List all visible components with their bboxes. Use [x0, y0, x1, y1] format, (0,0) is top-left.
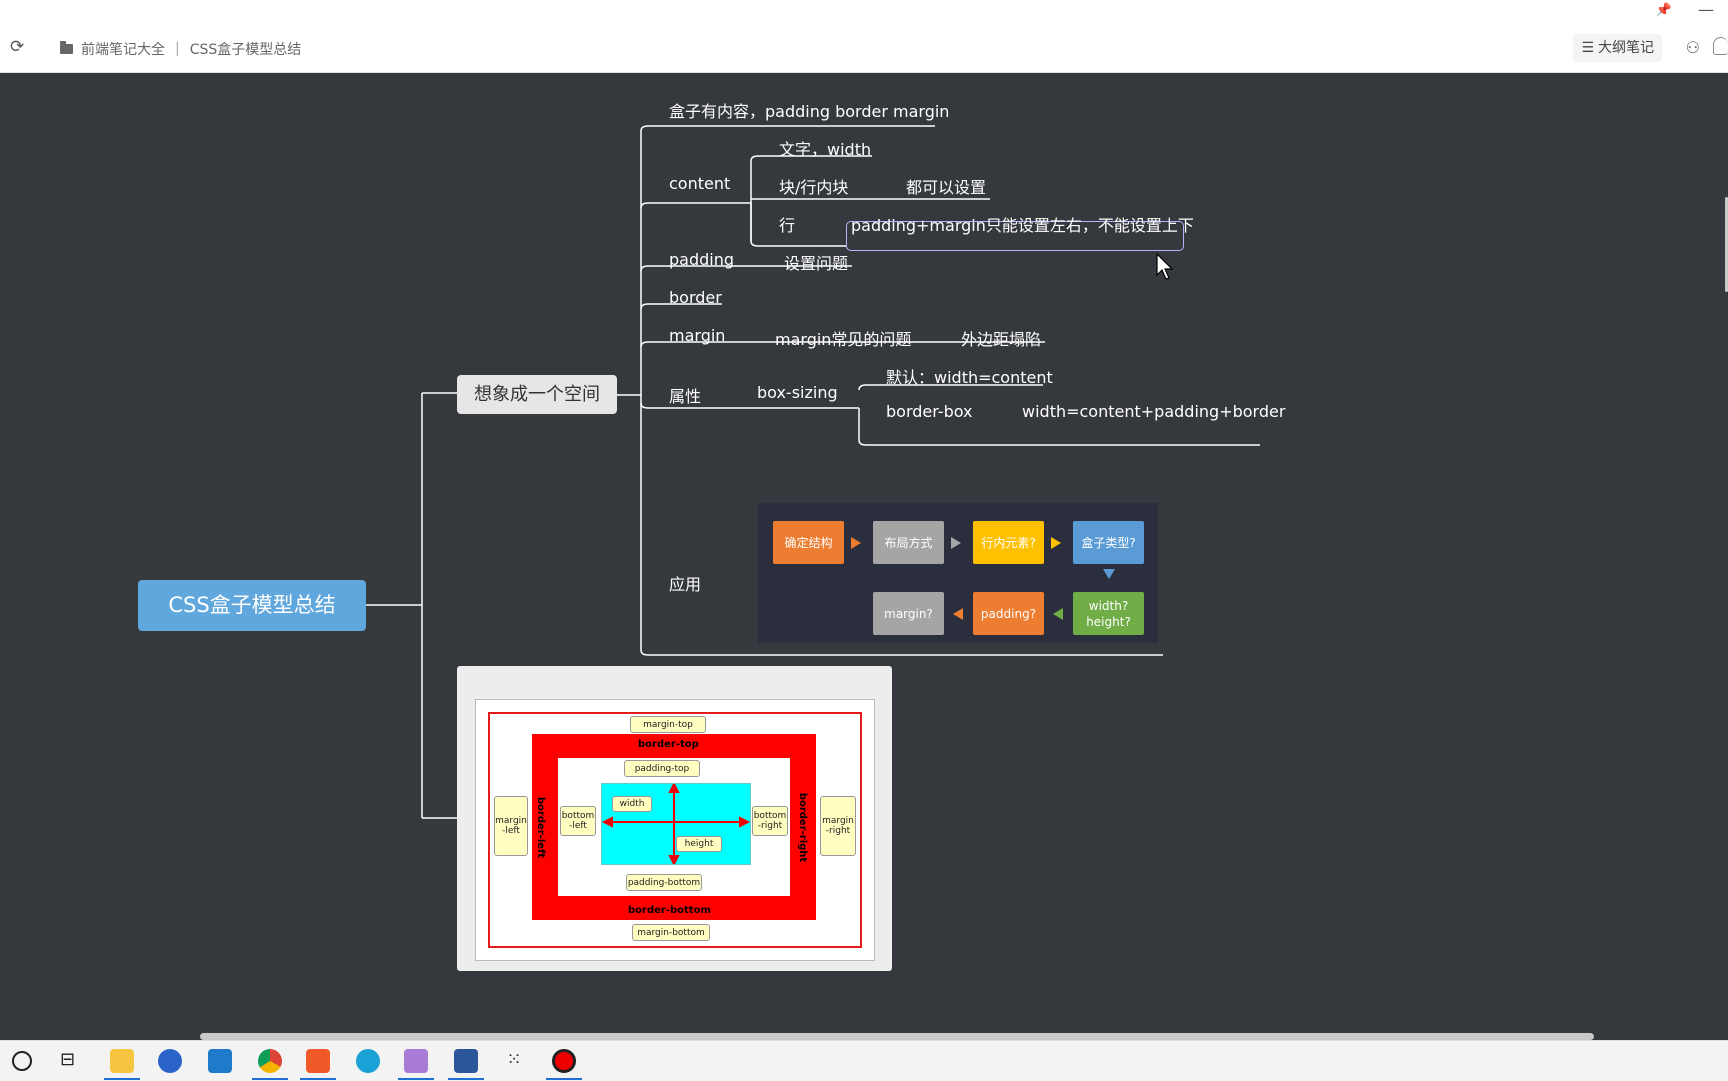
flow-step-structure: 确定结构 [773, 521, 844, 564]
user-icon[interactable] [1713, 37, 1728, 55]
padding-top-label: padding-top [624, 760, 700, 777]
vscode-icon[interactable] [208, 1049, 232, 1073]
breadcrumb-note[interactable]: CSS盒子模型总结 [189, 42, 302, 58]
attr-node[interactable]: 属性 [669, 387, 702, 406]
padding-area: width height padding-top bottom -left bo… [558, 758, 790, 896]
flow-step-layout: 布局方式 [873, 521, 944, 564]
toolbar: ⟳ 前端笔记大全 | CSS盒子模型总结 ☰ 大纲笔记 ⚇ [0, 25, 1728, 73]
folder-icon [60, 41, 73, 54]
border-area: width height padding-top bottom -left bo… [532, 734, 816, 920]
horizontal-scrollbar[interactable] [200, 1033, 1594, 1040]
taskbar: ⊟ ⁙ [0, 1040, 1728, 1081]
width-label: width [612, 796, 652, 812]
active-indicator [300, 1078, 336, 1080]
breadcrumb: 前端笔记大全 | CSS盒子模型总结 [60, 39, 301, 59]
pin-icon[interactable]: 📌 [1655, 3, 1672, 18]
margin-collapse-node[interactable]: 外边距塌陷 [961, 330, 1042, 349]
share-icon[interactable]: ⚇ [1685, 38, 1700, 57]
arrow-right-icon [951, 537, 961, 549]
breadcrumb-notebook[interactable]: 前端笔记大全 [81, 42, 165, 58]
summary-node[interactable]: 盒子有内容，padding border margin [669, 102, 950, 121]
padding-bottom-label: padding-bottom [626, 874, 702, 891]
word-icon[interactable] [454, 1049, 478, 1073]
root-node[interactable]: CSS盒子模型总结 [138, 580, 366, 631]
apply-node[interactable]: 应用 [669, 575, 702, 594]
flowchart-image[interactable]: 确定结构 布局方式 行内元素? 盒子类型? width? height? pad… [758, 503, 1158, 643]
active-indicator [104, 1078, 140, 1080]
bottom-left-label: bottom -left [560, 806, 596, 836]
arrow-down-icon [1103, 569, 1115, 579]
content-block-node[interactable]: 块/行内块 [779, 178, 849, 197]
padding-note[interactable]: 设置问题 [784, 254, 849, 273]
app-icon-orange[interactable] [306, 1049, 330, 1073]
margin-bottom-label: margin-bottom [632, 924, 710, 941]
window-titlebar: 📌 — [0, 0, 1728, 25]
vertical-scrollbar[interactable] [1725, 197, 1728, 292]
active-indicator [448, 1078, 484, 1080]
arrow-right-icon [851, 537, 861, 549]
arrow-right-icon [1051, 537, 1061, 549]
content-inline-note[interactable]: padding+margin只能设置左右，不能设置上下 [851, 216, 1194, 235]
edge-icon[interactable] [356, 1049, 380, 1073]
border-left-label: border-left [535, 796, 547, 859]
box-model-image: width height padding-top bottom -left bo… [475, 699, 875, 961]
outline-label: 大纲笔记 [1598, 40, 1654, 56]
height-label: height [676, 836, 722, 852]
flow-step-size: width? height? [1073, 592, 1144, 635]
record-icon[interactable] [552, 1049, 576, 1073]
padding-node[interactable]: padding [669, 250, 735, 269]
box-sizing-node[interactable]: box-sizing [757, 383, 838, 402]
task-view-icon[interactable]: ⊟ [60, 1049, 76, 1070]
content-width-node[interactable]: 文字，width [779, 140, 872, 159]
mouse-cursor-icon [1156, 253, 1174, 280]
border-box-node[interactable]: border-box [886, 402, 973, 421]
border-top-label: border-top [638, 739, 699, 750]
active-indicator [546, 1078, 582, 1080]
bottom-right-label: bottom -right [752, 806, 788, 836]
file-explorer-icon[interactable] [110, 1049, 134, 1073]
app-icon-dots[interactable]: ⁙ [506, 1049, 522, 1070]
active-indicator [398, 1078, 434, 1080]
content-inline-node[interactable]: 行 [779, 216, 796, 235]
search-circle-icon[interactable] [12, 1051, 32, 1071]
flow-step-box-type: 盒子类型? [1073, 521, 1144, 564]
border-node[interactable]: border [669, 288, 722, 307]
margin-area: width height padding-top bottom -left bo… [488, 712, 862, 948]
minimize-icon[interactable]: — [1698, 0, 1714, 19]
selected-node-outline [846, 221, 1184, 251]
box-model-image-card[interactable]: width height padding-top bottom -left bo… [457, 666, 892, 971]
border-right-label: border-right [797, 792, 809, 863]
breadcrumb-separator: | [175, 41, 180, 57]
margin-problem-node[interactable]: margin常见的问题 [775, 330, 912, 349]
flow-step-margin: margin? [873, 592, 944, 635]
box-sizing-default[interactable]: 默认：width=content [886, 368, 1053, 387]
margin-node[interactable]: margin [669, 326, 726, 345]
mindmap-canvas[interactable]: CSS盒子模型总结 想象成一个空间 盒子有内容，padding border m… [0, 73, 1728, 1039]
mindmap-connectors [366, 125, 1260, 819]
margin-left-label: margin -left [494, 796, 528, 856]
refresh-icon[interactable]: ⟳ [10, 37, 25, 57]
flow-step-padding: padding? [973, 592, 1044, 635]
content-node[interactable]: content [669, 174, 731, 193]
content-area: width height [601, 783, 751, 865]
border-bottom-label: border-bottom [628, 905, 711, 916]
active-indicator [252, 1078, 288, 1080]
margin-right-label: margin -right [820, 796, 856, 856]
arrow-left-icon [953, 608, 963, 620]
content-block-note[interactable]: 都可以设置 [906, 178, 987, 197]
branch-node[interactable]: 想象成一个空间 [457, 375, 617, 414]
arrow-left-icon [1053, 608, 1063, 620]
chrome-icon[interactable] [258, 1049, 282, 1073]
list-icon: ☰ [1581, 40, 1594, 56]
app-icon-purple[interactable] [404, 1049, 428, 1073]
search-app-icon[interactable] [158, 1049, 182, 1073]
margin-top-label: margin-top [630, 716, 706, 733]
border-box-note[interactable]: width=content+padding+border [1022, 402, 1286, 421]
outline-button[interactable]: ☰ 大纲笔记 [1573, 34, 1662, 62]
dimension-arrows [602, 784, 750, 864]
flow-step-inline: 行内元素? [973, 521, 1044, 564]
